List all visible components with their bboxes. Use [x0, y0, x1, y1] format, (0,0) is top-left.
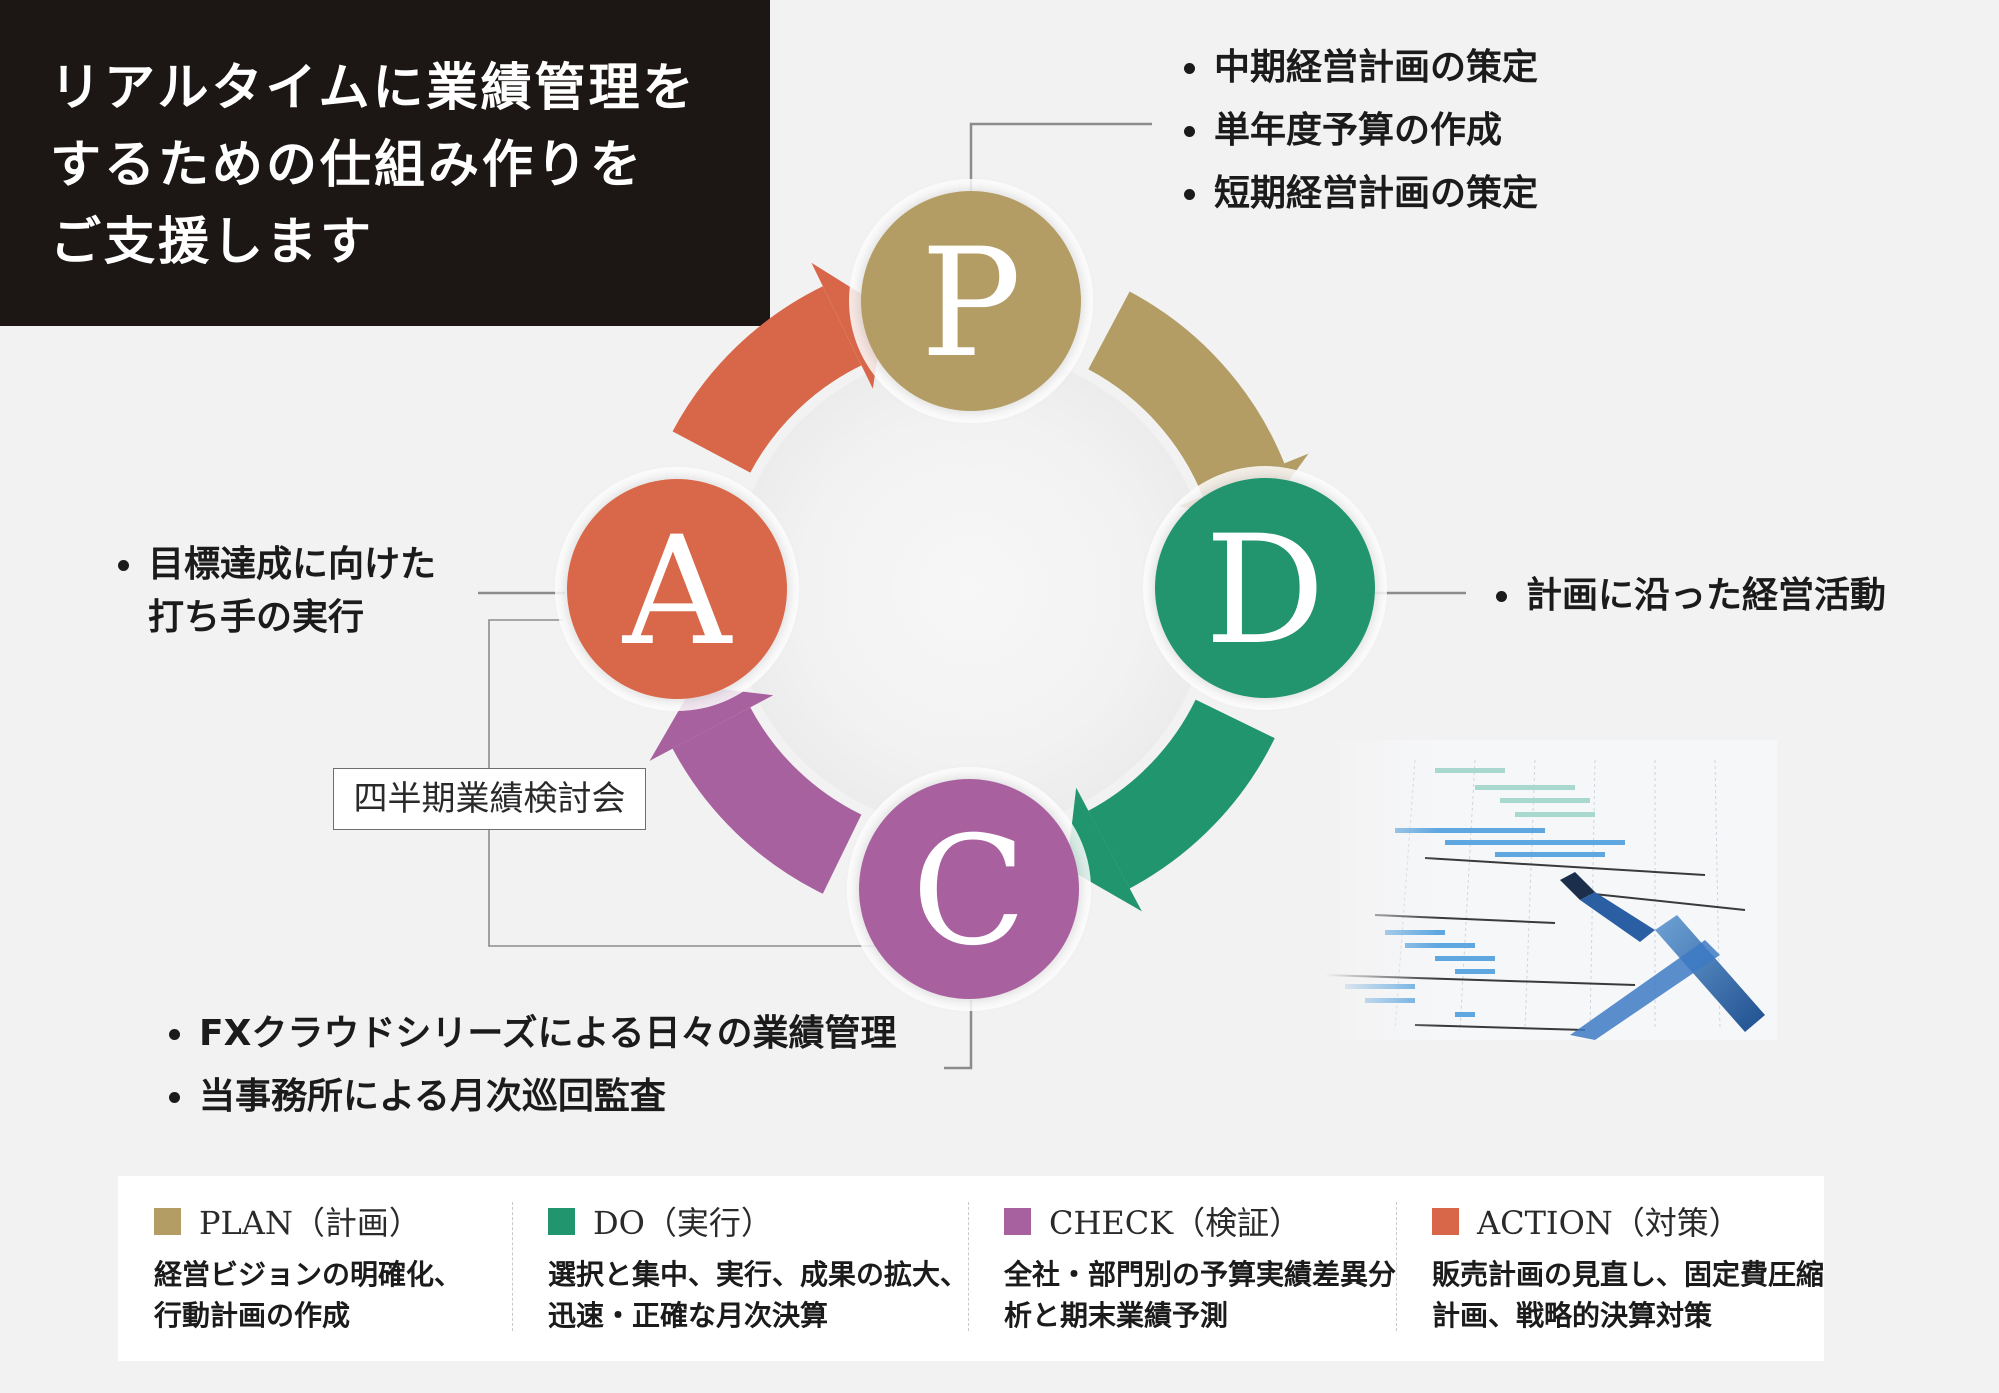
plan-bullet-2: 単年度予算の作成 [1180, 99, 1538, 162]
headline-line-2: するための仕組み作りを [50, 136, 645, 195]
headline-line-1: リアルタイムに業績管理を [50, 59, 697, 118]
action-bullet-1-continued: 打ち手の実行 [148, 597, 365, 638]
arc-plan-to-do [1087, 291, 1285, 498]
legend-action-desc-2: 計画、戦略的決算対策 [1431, 1299, 1712, 1332]
plan-bullet-3: 短期経営計画の策定 [1180, 162, 1538, 225]
arc-check-to-action [672, 706, 863, 894]
connector-check [944, 1000, 973, 1070]
gantt-chart-illustration [1325, 740, 1777, 1040]
arrowhead-do-to-check [1066, 787, 1142, 912]
quarterly-review-label: 四半期業績検討会 [333, 768, 646, 830]
pdca-legend: PLAN（計画） 経営ビジョンの明確化、 行動計画の作成 DO（実行） 選択と集… [118, 1176, 1824, 1361]
node-check-letter: C [912, 805, 1027, 979]
node-action-letter: A [622, 505, 733, 679]
node-plan: P [849, 179, 1093, 423]
legend-plan-desc-2: 行動計画の作成 [154, 1299, 351, 1332]
legend-action: ACTION（対策） 販売計画の見直し、固定費圧縮 計画、戦略的決算対策 [1395, 1176, 1824, 1361]
do-bullet-list: 計画に沿った経営活動 [1492, 568, 1886, 624]
legend-do-desc-1: 選択と集中、実行、成果の拡大、 [547, 1258, 968, 1291]
cycle-arrows [672, 286, 1285, 894]
legend-do-title: DO（実行） [592, 1204, 773, 1242]
legend-do-swatch [547, 1207, 575, 1235]
legend-plan-swatch [154, 1207, 181, 1235]
plan-bullet-list: 中期経営計画の策定 単年度予算の作成 短期経営計画の策定 [1180, 36, 1538, 225]
legend-check-title: CHECK（検証） [1048, 1204, 1302, 1242]
check-bullet-list: FXクラウドシリーズによる日々の業績管理 当事務所による月次巡回監査 [165, 1002, 896, 1128]
legend-check-desc-1: 全社・部門別の予算実績差異分 [1003, 1258, 1396, 1291]
node-do: D [1143, 466, 1387, 710]
headline-line-3: ご支援します [50, 213, 375, 272]
node-plan-letter: P [921, 217, 1022, 391]
legend-plan: PLAN（計画） 経営ビジョンの明確化、 行動計画の作成 [118, 1176, 512, 1361]
cycle-center [731, 350, 1211, 830]
legend-plan-title: PLAN（計画） [199, 1204, 421, 1242]
legend-action-swatch [1431, 1207, 1459, 1235]
legend-action-desc-1: 販売計画の見直し、固定費圧縮 [1431, 1258, 1824, 1291]
headline-block: リアルタイムに業績管理を するための仕組み作りを ご支援します [0, 0, 770, 326]
node-do-letter: D [1205, 504, 1325, 678]
arc-action-to-plan [672, 286, 863, 474]
do-bullet-1: 計画に沿った経営活動 [1492, 568, 1886, 624]
legend-do-desc-2: 迅速・正確な月次決算 [547, 1299, 828, 1332]
legend-plan-desc-1: 経営ビジョンの明確化、 [154, 1258, 463, 1291]
legend-check-desc-2: 析と期末業績予測 [1003, 1299, 1228, 1332]
check-bullet-1: FXクラウドシリーズによる日々の業績管理 [165, 1002, 896, 1065]
arrowhead-check-to-action [649, 685, 774, 761]
check-bullet-2: 当事務所による月次巡回監査 [165, 1065, 896, 1128]
arc-do-to-check [1087, 698, 1275, 889]
plan-bullet-1: 中期経営計画の策定 [1180, 36, 1538, 99]
node-check: C [847, 767, 1091, 1011]
legend-do: DO（実行） 選択と集中、実行、成果の拡大、 迅速・正確な月次決算 [511, 1176, 968, 1361]
connector-plan [969, 122, 1152, 194]
legend-action-title: ACTION（対策） [1476, 1204, 1741, 1242]
action-bullet-1: 目標達成に向けた [114, 538, 436, 591]
legend-check: CHECK（検証） 全社・部門別の予算実績差異分 析と期末業績予測 [967, 1176, 1396, 1361]
node-action: A [555, 467, 799, 711]
action-bullet-list: 目標達成に向けた 打ち手の実行 [114, 538, 436, 644]
legend-check-swatch [1003, 1207, 1031, 1235]
